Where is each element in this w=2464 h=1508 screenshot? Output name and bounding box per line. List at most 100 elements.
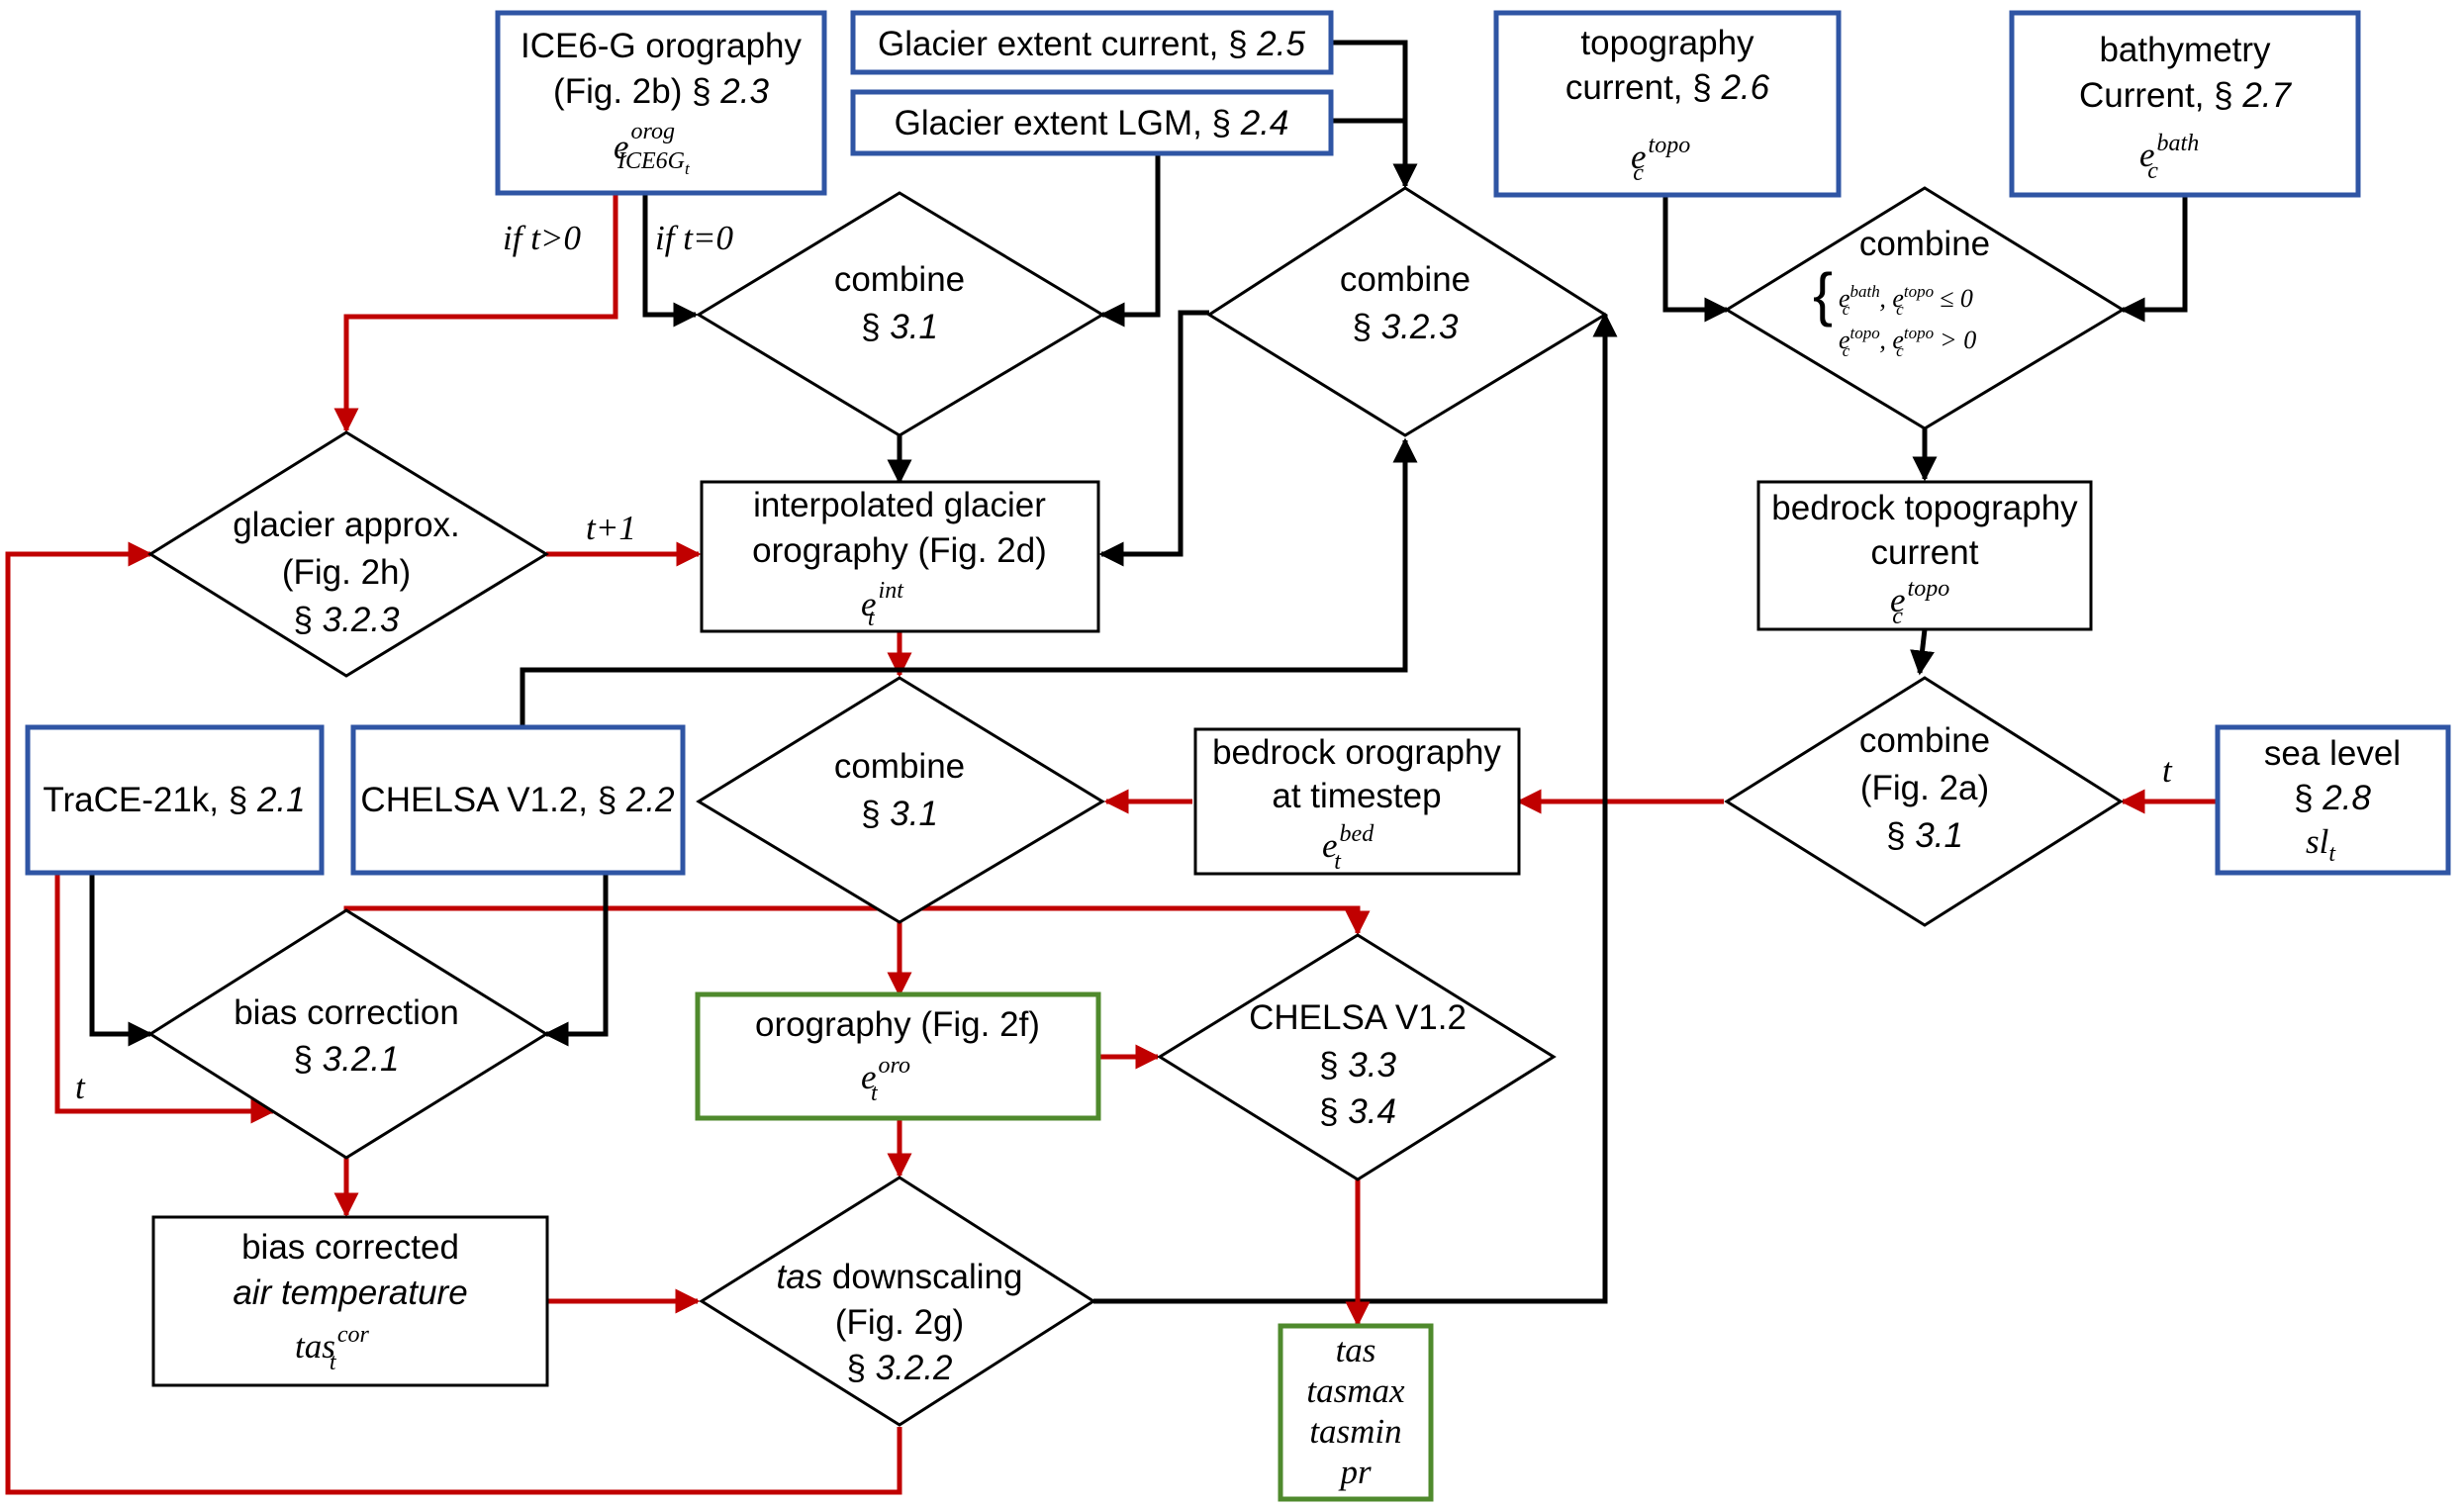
combine2-ref: § 3.2.3 [1352, 308, 1459, 346]
edge-ice6g-glacier-approx [333, 193, 618, 433]
combine4-title: combine [834, 747, 965, 786]
combine5-ref: § 3.1 [1886, 816, 1963, 855]
bias-corr-title: bias correction [234, 993, 459, 1032]
ice6g-ref: (Fig. 2b) § 2.3 [553, 72, 769, 111]
chelsa-src-label: CHELSA V1.2, § 2.2 [360, 781, 674, 819]
combine5-fig: (Fig. 2a) [1860, 769, 1989, 807]
bias-temp-title: bias corrected [241, 1228, 459, 1267]
bedrock-oro-sub: at timestep [1272, 777, 1441, 815]
node-combine-3-1-top: combine § 3.1 [696, 191, 1105, 437]
node-sea-level: sea level § 2.8 slt [2215, 724, 2451, 876]
node-outputs: tas tasmax tasmin pr [1278, 1323, 1434, 1502]
ice6g-title: ICE6-G orography [521, 27, 803, 65]
orography-title: orography (Fig. 2f) [755, 1005, 1040, 1044]
sea-level-ref: § 2.8 [2294, 779, 2371, 817]
bathy-ref: Current, § 2.7 [2079, 76, 2293, 115]
trace-label: TraCE-21k, § 2.1 [43, 781, 305, 819]
bias-corr-ref: § 3.2.1 [293, 1040, 399, 1079]
edge-bedrock-topo-combine5 [1910, 628, 1935, 676]
bias-temp-sub: air temperature [233, 1273, 467, 1312]
connectors [5, 40, 2218, 1495]
combine2-title: combine [1340, 260, 1470, 299]
node-chelsa-processing: CHELSA V1.2 § 3.3 § 3.4 [1157, 933, 1557, 1181]
glacier-approx-fig: (Fig. 2h) [282, 553, 411, 592]
combine5-title: combine [1859, 721, 1990, 760]
node-combine-3-2-3: combine § 3.2.3 [1206, 186, 1608, 437]
combine3-title: combine [1859, 225, 1990, 263]
tas-down-title: tas downscaling [776, 1258, 1022, 1296]
node-combine-fig2a: combine (Fig. 2a) § 3.1 [1724, 676, 2124, 927]
node-glacier-extent-lgm: Glacier extent LGM, § 2.4 [850, 89, 1334, 156]
node-trace-21k: TraCE-21k, § 2.1 [25, 724, 325, 876]
bedrock-oro-title: bedrock orography [1212, 733, 1501, 772]
topo-title: topography [1580, 24, 1754, 62]
node-glacier-extent-current: Glacier extent current, § 2.5 [850, 10, 1334, 75]
interp-title: interpolated glacier [753, 486, 1046, 524]
tas-down-ref: § 3.2.2 [846, 1349, 952, 1387]
output-tasmin: tasmin [1309, 1412, 1401, 1451]
label-if-t-gt0: if t>0 [503, 219, 582, 257]
label-t-sea: t [2162, 751, 2173, 790]
node-combine-3-1-mid: combine § 3.1 [696, 676, 1105, 924]
glacier-current-label: Glacier extent current, § 2.5 [878, 25, 1305, 63]
combine3-brace: { [1813, 261, 1833, 328]
edge-trace-bias [89, 873, 153, 1047]
label-t-trace: t [75, 1068, 86, 1106]
node-glacier-approx: glacier approx. (Fig. 2h) § 3.2.3 [147, 430, 549, 678]
chelsa-proc-ref1: § 3.3 [1319, 1046, 1396, 1084]
glacier-approx-title: glacier approx. [233, 506, 460, 544]
edge-bathy-combine3 [2120, 195, 2188, 323]
edge-labels: if t>0 if t=0 t+1 t t [75, 219, 2173, 1106]
chelsa-proc-title: CHELSA V1.2 [1249, 998, 1467, 1037]
edge-chelsa-bias [543, 873, 609, 1047]
node-chelsa-source: CHELSA V1.2, § 2.2 [350, 724, 686, 876]
label-t-plus-1: t+1 [586, 509, 636, 547]
edge-glacier-lgm-combine1 [1099, 153, 1161, 328]
edge-combine4-chelsa [900, 905, 1371, 936]
edge-topo-combine3 [1662, 195, 1730, 323]
interp-fig: orography (Fig. 2d) [752, 531, 1047, 570]
bedrock-topo-title: bedrock topography [1771, 489, 2078, 527]
tas-down-fig: (Fig. 2g) [835, 1303, 964, 1342]
combine1-ref: § 3.1 [861, 308, 938, 346]
sea-level-symbol: slt [2306, 822, 2336, 867]
edge-glacier-current-combine2 [1331, 40, 1408, 186]
edge-trace-bias-t [54, 873, 276, 1124]
node-tas-downscaling: tas downscaling (Fig. 2g) § 3.2.2 [699, 1176, 1096, 1427]
edge-glacier-lgm-combine2 [1331, 118, 1418, 189]
label-if-t-eq0: if t=0 [655, 219, 734, 257]
edge-tas-glacier-approx-loop [5, 541, 902, 1495]
output-pr: pr [1337, 1453, 1372, 1491]
glacier-lgm-label: Glacier extent LGM, § 2.4 [895, 104, 1289, 142]
output-tas: tas [1336, 1331, 1376, 1369]
bedrock-topo-sub: current [1871, 533, 1979, 572]
sea-level-title: sea level [2264, 734, 2401, 773]
combine1-title: combine [834, 260, 965, 299]
glacier-approx-ref: § 3.2.3 [293, 601, 400, 639]
node-bias-correction: bias correction § 3.2.1 [147, 908, 549, 1160]
combine4-ref: § 3.1 [861, 795, 938, 833]
node-interpolated-glacier-orography: interpolated glacier orography (Fig. 2d)… [700, 480, 1100, 633]
edge-combine2-interp [1098, 310, 1209, 567]
bathy-title: bathymetry [2099, 31, 2271, 69]
